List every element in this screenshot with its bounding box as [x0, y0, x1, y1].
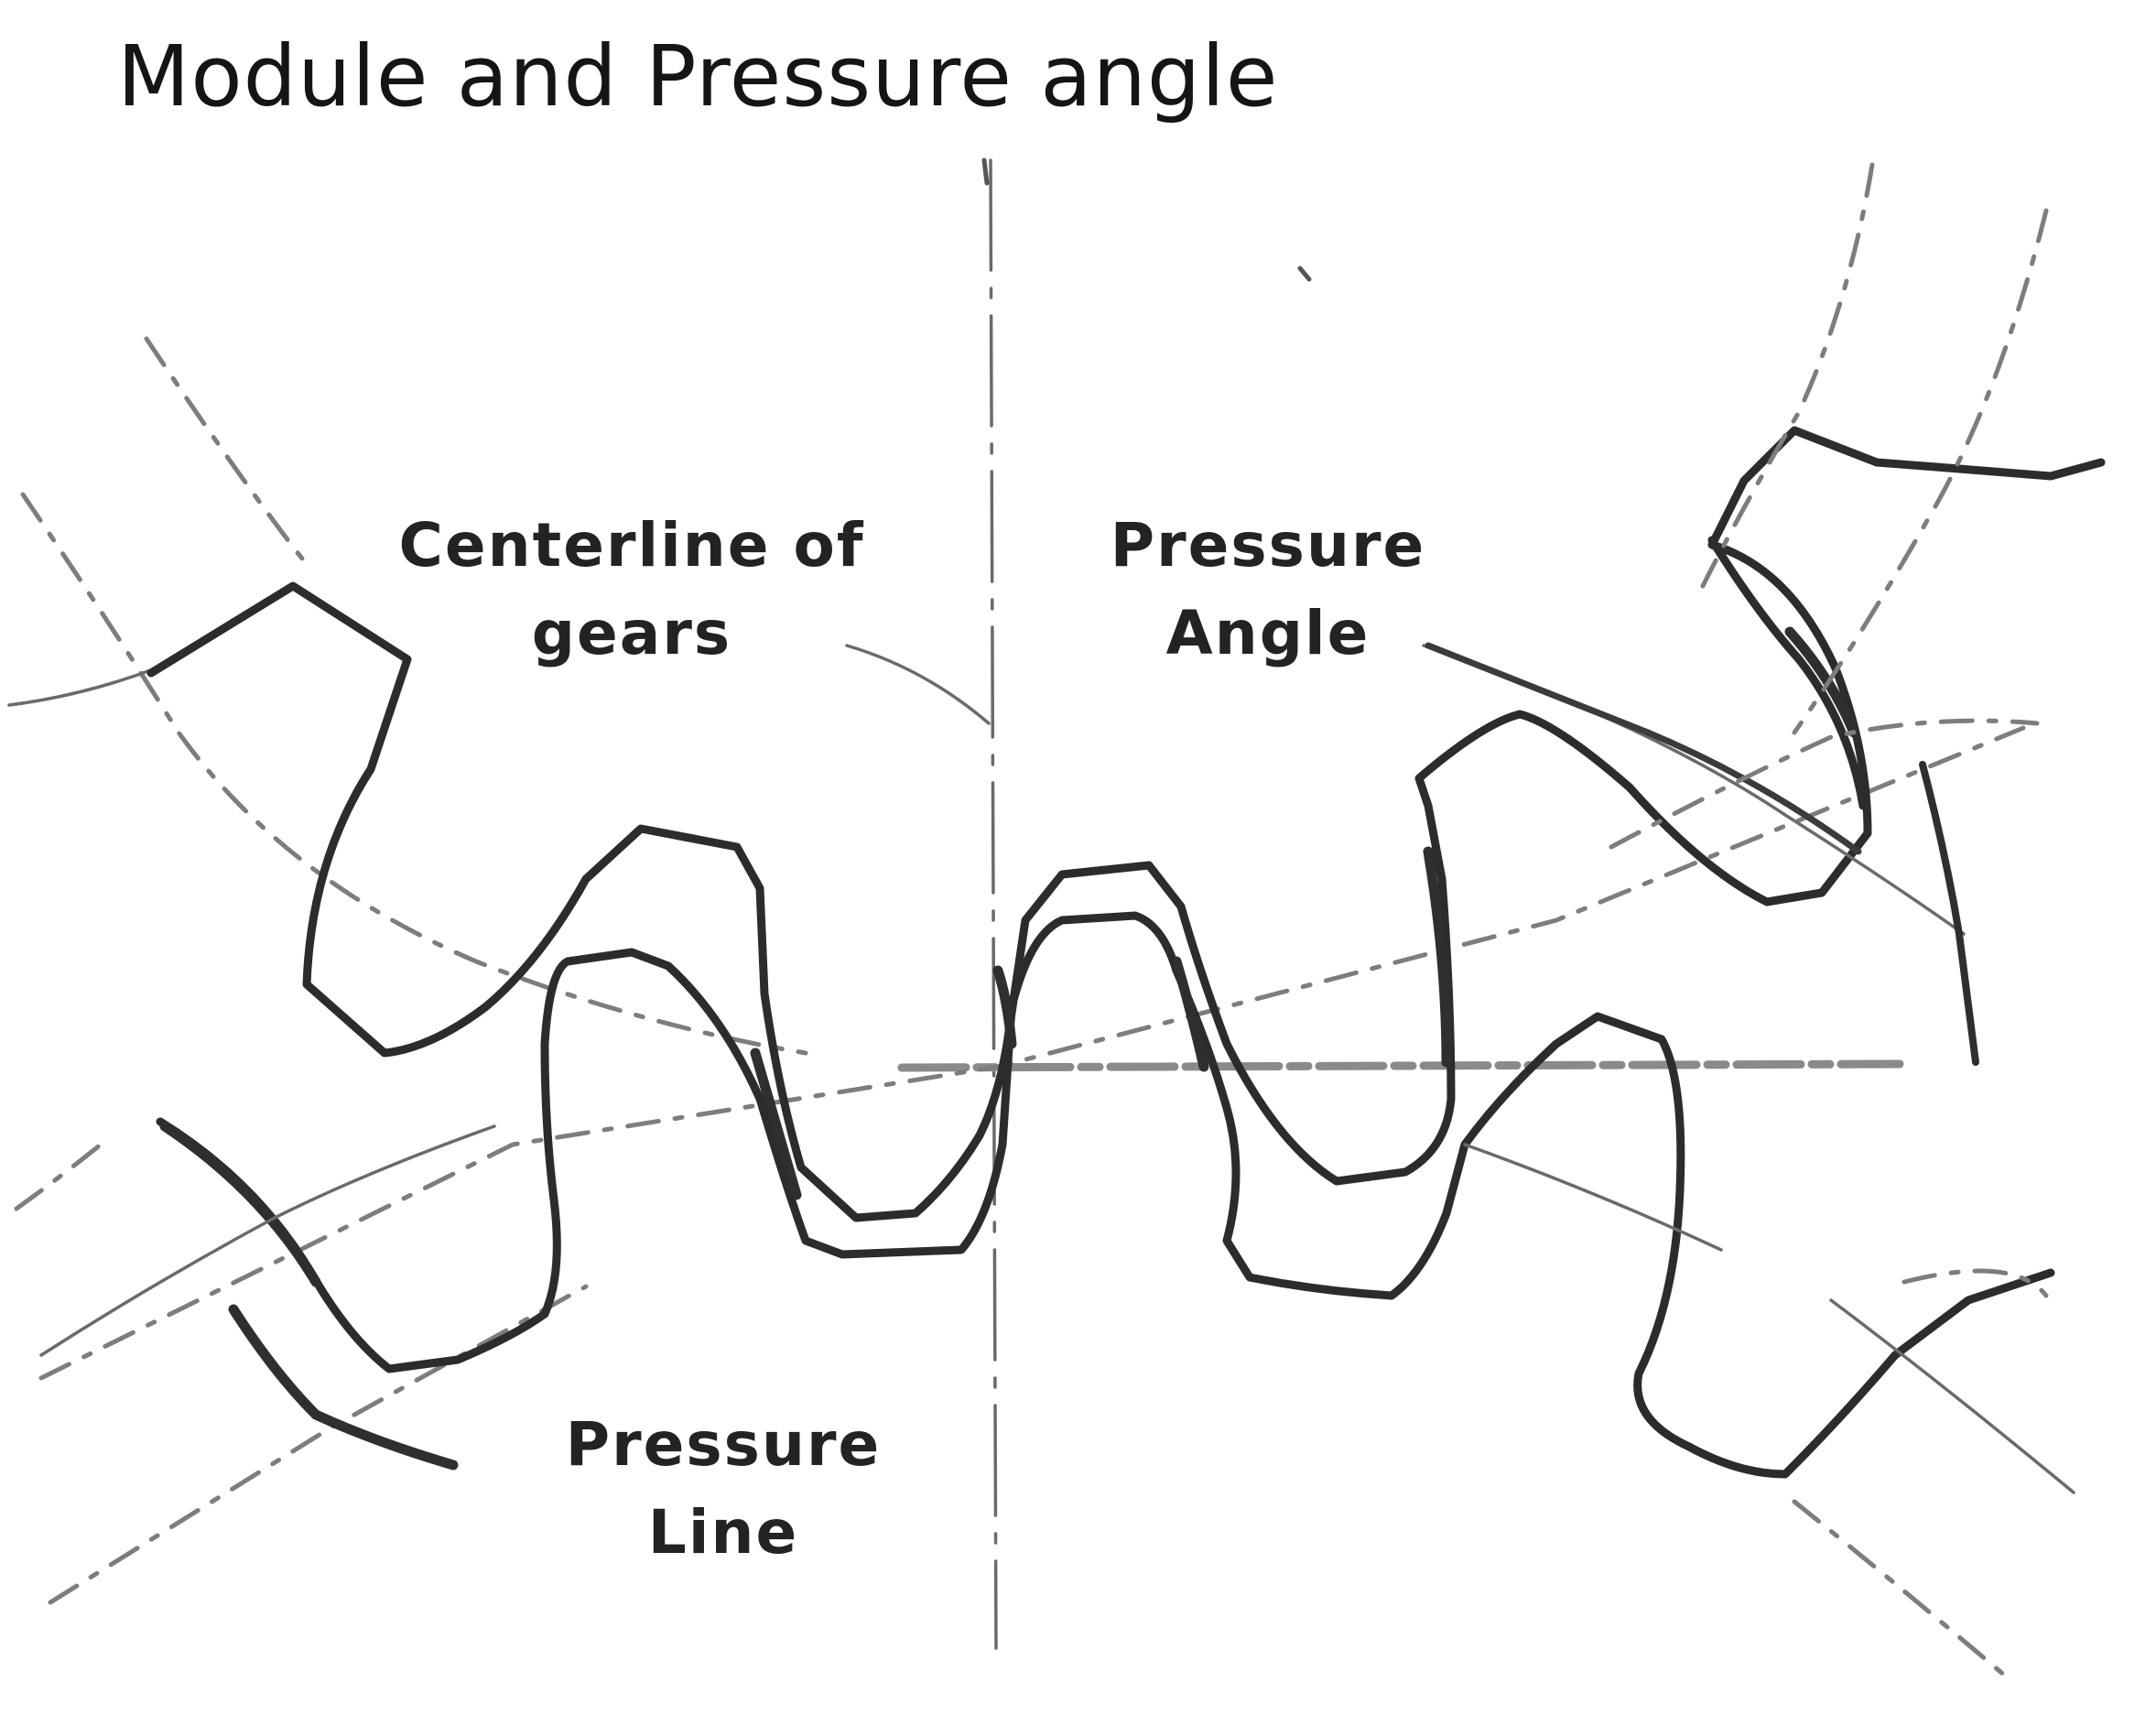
upper-gear-tooth-profile	[146, 426, 2106, 1222]
pressure-angle-line	[1422, 644, 1966, 936]
lower-left-dash-1	[14, 1142, 103, 1211]
contact-flank-5	[1784, 626, 1859, 738]
upper-gear-inner-arc	[845, 644, 991, 725]
pressure-angle-label: Pressure Angle	[1062, 502, 1474, 678]
contact-flank-3	[1171, 956, 1209, 1072]
pressure-angle-heavy-line	[1425, 642, 1862, 855]
upper-right-dash-1	[1700, 162, 1875, 589]
upper-right-dash-2	[1792, 208, 2049, 735]
centerline-label-line2: gears	[531, 598, 732, 668]
right-vertical-marker	[1919, 761, 1979, 1066]
lower-middle-construction	[1463, 1143, 1723, 1252]
pressure-angle-label-line2: Angle	[1165, 598, 1371, 668]
lower-left-involute-flank	[159, 1121, 321, 1287]
centerline-label-line1: Centerline of	[398, 510, 865, 581]
upper-right-dash-3	[1609, 718, 2040, 850]
contact-flank-4	[1423, 846, 1452, 1068]
tick-mark-top	[981, 157, 990, 186]
gear-centerline	[989, 158, 998, 1650]
pressure-line-lower	[48, 1284, 589, 1605]
contact-flank-2	[992, 965, 1017, 1049]
lower-gear-tooth-profile	[156, 911, 2055, 1479]
pressure-angle-label-line1: Pressure	[1110, 510, 1426, 581]
centerline-of-gears-label: Centerline of gears	[385, 502, 879, 678]
pressure-line	[38, 725, 2026, 1381]
upper-gear-right-flank	[1707, 536, 1868, 810]
upper-gear-addendum-arc	[144, 336, 305, 561]
tick-mark-mid	[1297, 266, 1312, 282]
page-title: Module and Pressure angle	[117, 27, 1279, 125]
contact-flank-1	[750, 1047, 802, 1200]
upper-gear-base-arc	[7, 667, 157, 707]
pitch-line	[897, 1059, 1904, 1072]
pressure-line-label: Pressure Line	[540, 1401, 906, 1577]
lower-right-arc-3	[1901, 1268, 2049, 1298]
pressure-line-label-line2: Line	[647, 1497, 799, 1568]
pressure-line-label-line1: Pressure	[565, 1409, 882, 1480]
lower-right-arc-1	[1792, 1499, 2008, 1678]
lower-left-heavy-stub	[228, 1304, 459, 1471]
lower-right-arc-2	[1829, 1298, 2075, 1494]
lower-left-thin-1	[39, 1124, 496, 1357]
